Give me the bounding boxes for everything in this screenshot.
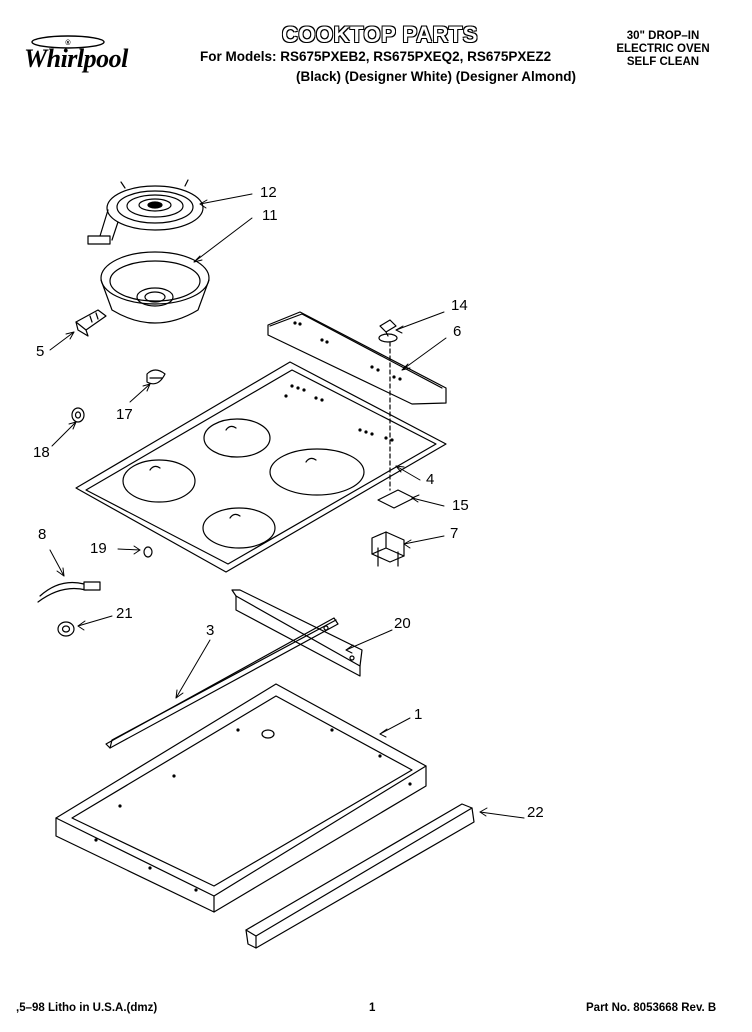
callout-18: 18: [33, 444, 50, 461]
control-panel-part: [267, 311, 447, 405]
knob-part: [378, 319, 398, 343]
callout-4: 4: [426, 471, 435, 488]
screw-part: [143, 546, 153, 558]
callout-20: 20: [394, 615, 411, 632]
page-title: COOKTOP PARTS: [282, 22, 478, 47]
surface-element-part: [87, 179, 204, 245]
leader-lines: [49, 193, 525, 819]
callout-14: 14: [451, 297, 468, 314]
callout-21: 21: [116, 605, 133, 622]
switch-part: [146, 369, 166, 385]
drip-bowl-part: [100, 251, 210, 324]
callout-7: 7: [450, 525, 459, 542]
callout-11: 11: [262, 207, 278, 224]
grommet-part: [71, 407, 85, 423]
terminal-block-part: [75, 309, 107, 337]
part-number: Part No. 8053668 Rev. B: [586, 1002, 717, 1014]
callout-12: 12: [260, 184, 277, 201]
models-line: For Models: RS675PXEB2, RS675PXEQ2, RS67…: [200, 49, 552, 64]
whirlpool-logo: ®: [31, 35, 105, 49]
litho-footer: ,5–98 Litho in U.S.A.(dmz): [16, 1002, 158, 1014]
callout-22: 22: [527, 804, 544, 821]
nut-part: [57, 621, 75, 637]
product-line-3: SELF CLEAN: [626, 56, 700, 68]
cooktop-glass-part: [75, 361, 447, 573]
relay-part: [371, 531, 405, 567]
wire-harness-part: [37, 581, 101, 603]
callout-15: 15: [452, 497, 469, 514]
support-bracket-part: [231, 589, 363, 677]
callout-6: 6: [453, 323, 462, 340]
callout-3: 3: [206, 622, 215, 639]
product-line-1: 30" DROP–IN: [626, 30, 700, 42]
trim-strip-part: [105, 617, 339, 749]
svg-text:®: ®: [65, 39, 71, 47]
callout-5: 5: [36, 343, 45, 360]
cooktop-frame-part: [55, 683, 427, 913]
product-line-2: ELECTRIC OVEN: [616, 43, 710, 55]
callout-1: 1: [414, 706, 423, 723]
brand-logo-text: Whirlpool: [24, 44, 128, 73]
bracket-part: [377, 489, 415, 509]
rear-trim-part: [245, 803, 475, 949]
page-number: 1: [369, 1002, 376, 1014]
callout-17: 17: [116, 406, 133, 423]
callout-19: 19: [90, 540, 107, 557]
callout-8: 8: [38, 526, 47, 543]
variants-line: (Black) (Designer White) (Designer Almon…: [296, 69, 577, 84]
